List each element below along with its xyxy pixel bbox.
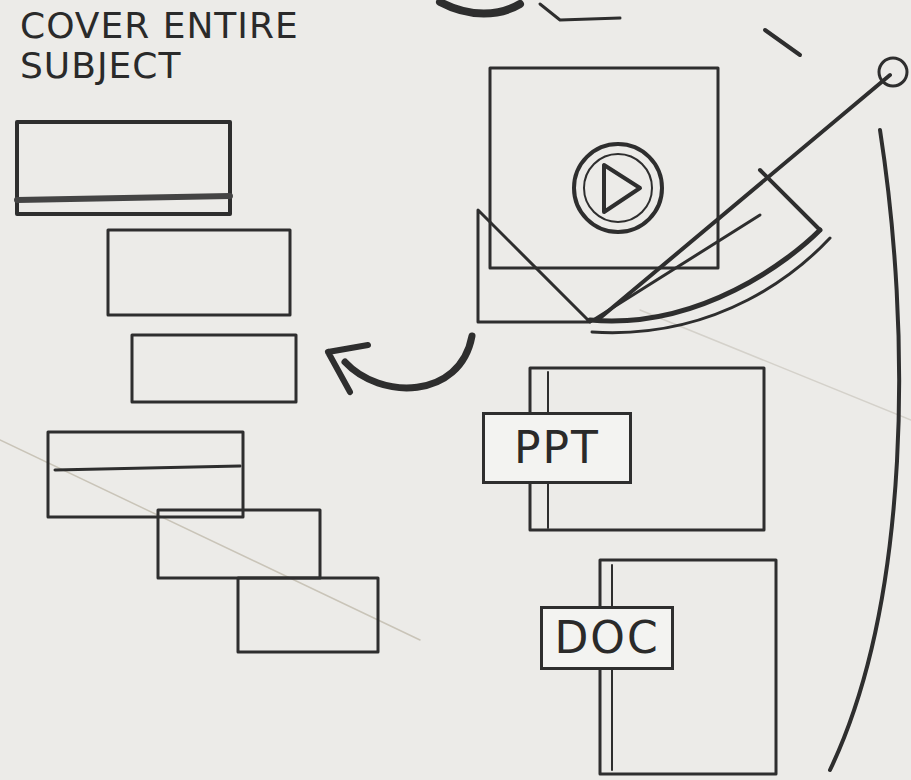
tag-box: DOC <box>540 606 674 670</box>
tag-text: PPT <box>514 426 600 470</box>
heading-note: COVER ENTIRE SUBJECT <box>20 6 310 85</box>
tag-box: PPT <box>482 412 632 484</box>
tag-text: DOC <box>554 616 659 660</box>
